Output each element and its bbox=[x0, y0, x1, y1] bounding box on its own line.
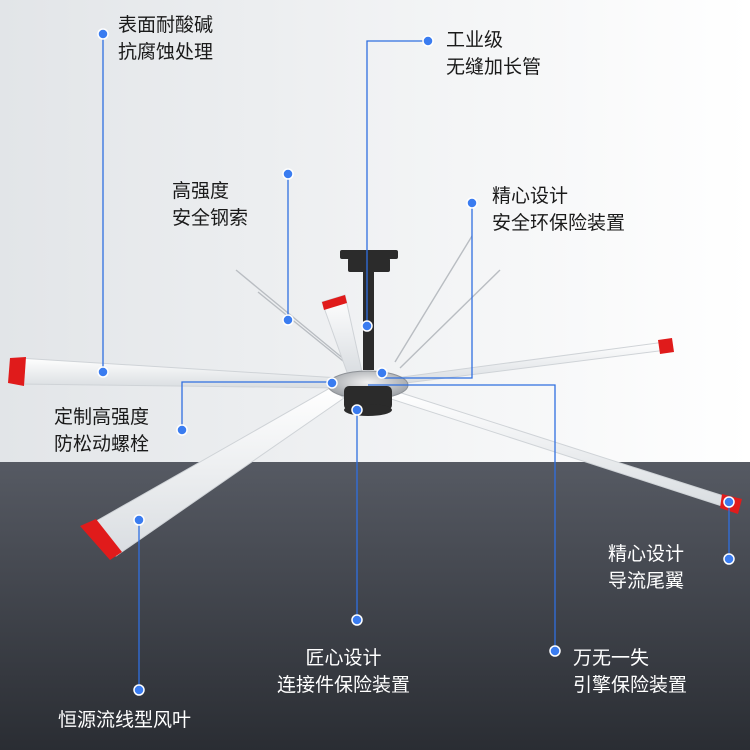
callout-connector-line1: 匠心设计 bbox=[305, 647, 382, 669]
callout-coating-line1: 表面耐酸碱 bbox=[118, 14, 214, 36]
callout-tail-wing-line2: 导流尾翼 bbox=[608, 570, 685, 592]
callout-safety-ring: 精心设计 安全环保险装置 bbox=[492, 183, 625, 237]
callout-blade: 恒源流线型风叶 bbox=[58, 707, 191, 734]
blade-upper-tip bbox=[322, 295, 347, 310]
callout-dot bbox=[351, 614, 363, 626]
callout-cable: 高强度 安全钢索 bbox=[172, 178, 248, 232]
callout-dot bbox=[376, 367, 388, 379]
callout-blade-line1: 恒源流线型风叶 bbox=[58, 709, 192, 731]
callout-dot bbox=[133, 514, 145, 526]
callout-dot bbox=[176, 424, 188, 436]
callout-engine-line1: 万无一失 bbox=[573, 647, 650, 669]
callout-dot bbox=[422, 35, 434, 47]
callout-cable-line1: 高强度 bbox=[172, 180, 230, 202]
callout-dot bbox=[133, 684, 145, 696]
callout-bolt-line2: 防松动螺栓 bbox=[54, 433, 150, 455]
fan-blades bbox=[8, 294, 742, 560]
callout-dot bbox=[97, 366, 109, 378]
blade-right-tip bbox=[658, 338, 674, 354]
callout-dot bbox=[723, 496, 735, 508]
callout-tail-wing: 精心设计 导流尾翼 bbox=[608, 541, 684, 595]
callout-dots bbox=[97, 28, 735, 696]
callout-engine: 万无一失 引擎保险装置 bbox=[573, 645, 687, 699]
callout-dot bbox=[466, 197, 478, 209]
callout-coating-line2: 抗腐蚀处理 bbox=[118, 41, 214, 63]
callout-dot bbox=[282, 314, 294, 326]
callout-cable-line2: 安全钢索 bbox=[172, 207, 249, 229]
blade-left-tip bbox=[8, 357, 26, 386]
callout-bolt: 定制高强度 防松动螺栓 bbox=[54, 404, 149, 458]
callout-tail-wing-line1: 精心设计 bbox=[608, 543, 685, 565]
blade-lower-left-tip bbox=[80, 519, 122, 560]
callout-lines bbox=[102, 34, 730, 690]
callout-dot bbox=[351, 404, 363, 416]
callout-dot bbox=[549, 645, 561, 657]
callout-coating: 表面耐酸碱 抗腐蚀处理 bbox=[118, 12, 213, 66]
callout-connector-line2: 连接件保险装置 bbox=[277, 674, 411, 696]
callout-safety-ring-line2: 安全环保险装置 bbox=[492, 212, 626, 234]
callout-dot bbox=[723, 553, 735, 565]
callout-bolt-line1: 定制高强度 bbox=[54, 406, 150, 428]
callout-dot bbox=[326, 377, 338, 389]
callout-pipe-line1: 工业级 bbox=[446, 29, 504, 51]
callout-dot bbox=[282, 168, 294, 180]
callout-pipe: 工业级 无缝加长管 bbox=[446, 27, 541, 81]
callout-connector: 匠心设计 连接件保险装置 bbox=[277, 645, 410, 699]
callout-safety-ring-line1: 精心设计 bbox=[492, 185, 569, 207]
callout-engine-line2: 引擎保险装置 bbox=[573, 674, 688, 696]
extension-pipe bbox=[363, 270, 374, 370]
ceiling-mount bbox=[340, 250, 398, 370]
callout-dot bbox=[361, 320, 373, 332]
callout-dot bbox=[97, 28, 109, 40]
callout-pipe-line2: 无缝加长管 bbox=[446, 56, 542, 78]
